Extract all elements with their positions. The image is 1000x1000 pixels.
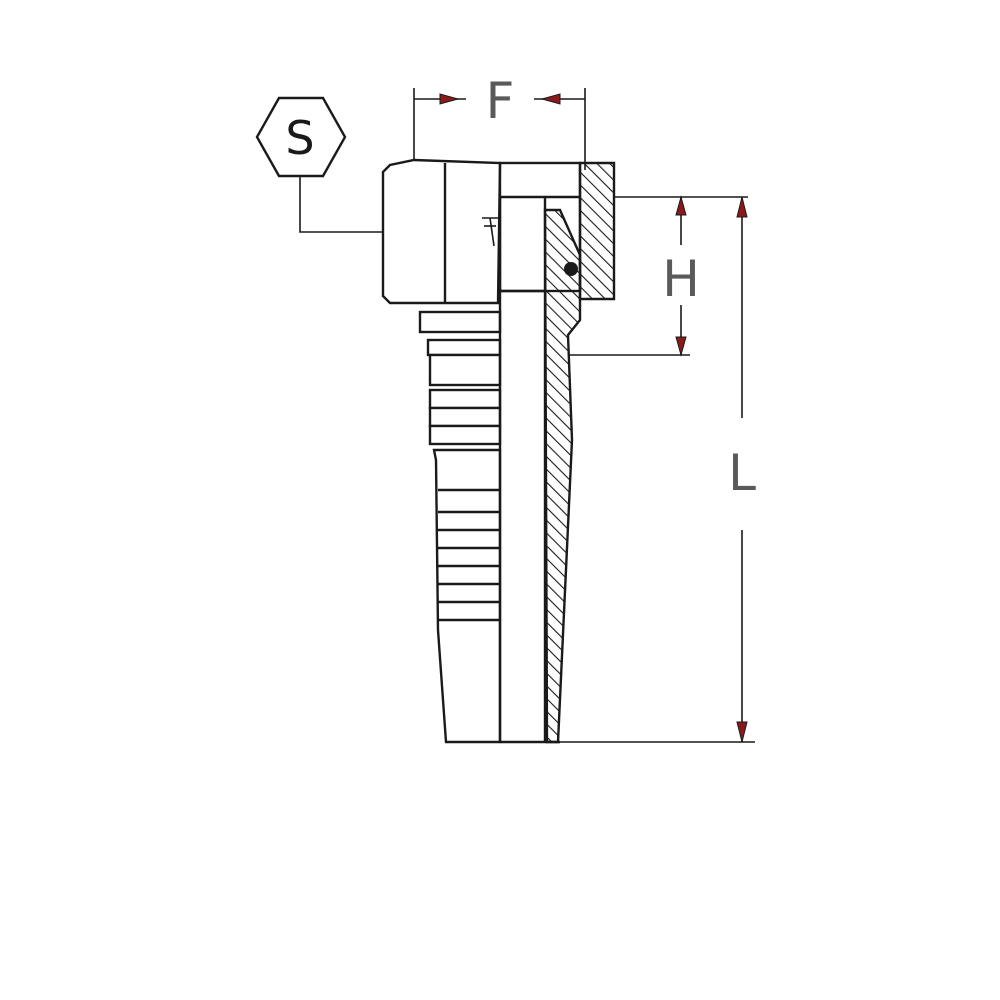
dimension-h: H: [568, 195, 748, 357]
hex-symbol-label: S: [285, 111, 314, 165]
stem-section: [500, 197, 582, 744]
stem: [418, 197, 502, 744]
dimension-l: L: [560, 196, 756, 743]
hex-leader-line: [299, 176, 410, 233]
nut-section: [498, 161, 616, 301]
o-ring: [564, 262, 578, 276]
nut: [381, 158, 502, 305]
dimension-h-label: H: [662, 250, 700, 308]
dimension-f: F: [413, 72, 586, 170]
dimension-f-label: F: [486, 72, 515, 130]
hex-symbol-icon: [255, 96, 347, 178]
dimension-l-label: L: [728, 444, 756, 502]
